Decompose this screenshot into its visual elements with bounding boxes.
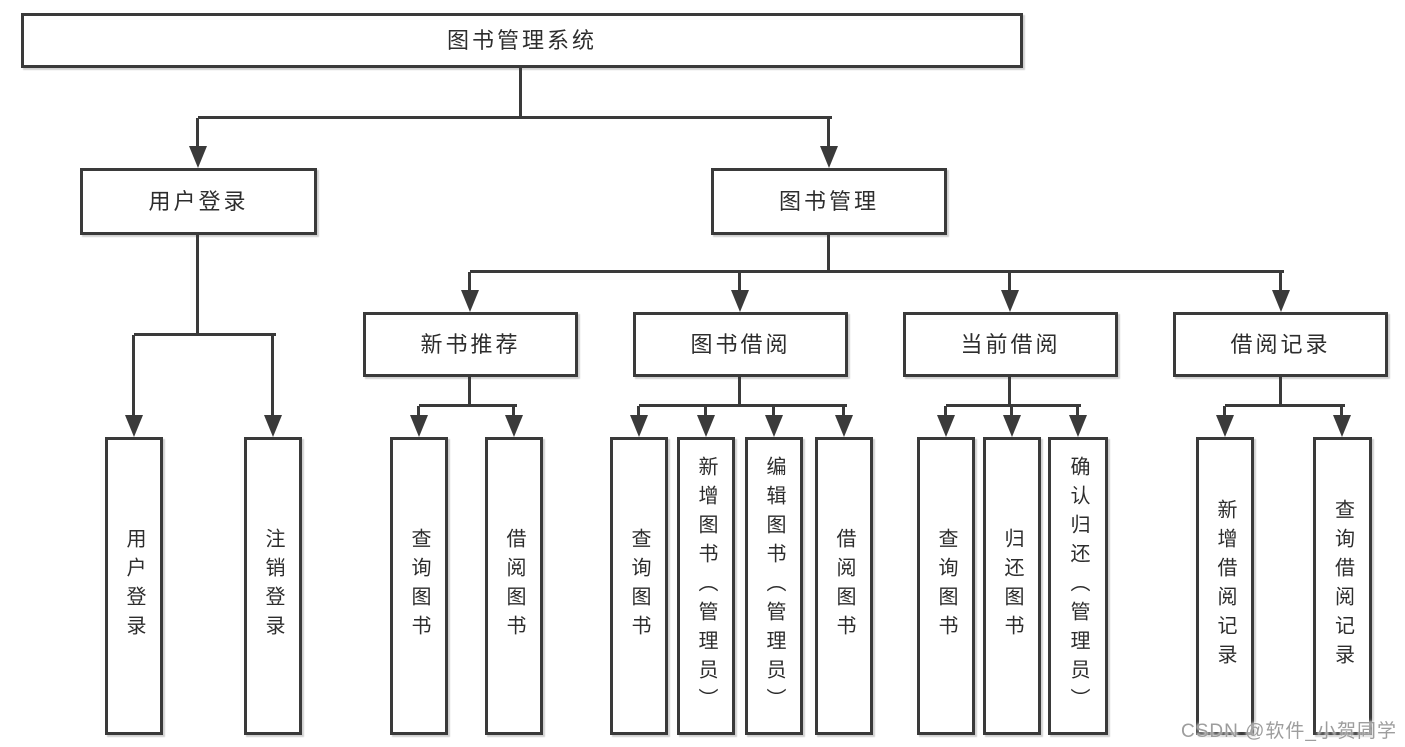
connector-line-vertical	[738, 272, 741, 292]
node-user-login: 用户登录	[80, 168, 317, 235]
connector-line-vertical	[512, 406, 515, 420]
leaf-return-book: 归还图书	[983, 437, 1041, 735]
connector-line-horizontal	[419, 404, 517, 407]
connector-line-vertical	[468, 377, 471, 406]
connector-line-horizontal	[639, 404, 847, 407]
arrow-down-icon	[505, 415, 523, 437]
leaf-add-borrow-record: 新增借阅记录	[1196, 437, 1254, 735]
connector-line-horizontal	[946, 404, 1081, 407]
arrow-down-icon	[125, 415, 143, 437]
connector-line-horizontal	[134, 333, 276, 336]
connector-line-vertical	[1076, 406, 1079, 420]
connector-line-vertical	[827, 118, 830, 148]
arrow-down-icon	[1333, 415, 1351, 437]
arrow-down-icon	[1003, 415, 1021, 437]
arrow-down-icon	[1069, 415, 1087, 437]
connector-line-vertical	[132, 335, 135, 417]
arrow-down-icon	[835, 415, 853, 437]
connector-line-horizontal	[198, 116, 832, 119]
connector-line-horizontal	[470, 270, 1284, 273]
leaf-add-book-admin: 新增图书（管理员）	[677, 437, 735, 735]
arrow-down-icon	[264, 415, 282, 437]
connector-line-vertical	[1223, 406, 1226, 420]
csdn-watermark: CSDN @软件_小贺同学	[1181, 721, 1397, 742]
connector-line-vertical	[271, 335, 274, 417]
connector-line-vertical	[842, 406, 845, 420]
connector-line-horizontal	[1225, 404, 1345, 407]
connector-line-vertical	[468, 272, 471, 292]
leaf-user-login: 用户登录	[105, 437, 163, 735]
leaf-confirm-return-admin: 确认归还（管理员）	[1048, 437, 1108, 735]
node-library-system: 图书管理系统	[21, 13, 1023, 68]
arrow-down-icon	[189, 146, 207, 168]
connector-line-vertical	[417, 406, 420, 420]
connector-line-vertical	[1279, 377, 1282, 406]
connector-line-vertical	[1340, 406, 1343, 420]
connector-line-vertical	[1008, 272, 1011, 292]
node-book-borrow: 图书借阅	[633, 312, 848, 377]
node-new-book-recommend: 新书推荐	[363, 312, 578, 377]
arrow-down-icon	[937, 415, 955, 437]
connector-line-vertical	[1008, 377, 1011, 406]
leaf-logout: 注销登录	[244, 437, 302, 735]
leaf-borrow-books: 借阅图书	[815, 437, 873, 735]
arrow-down-icon	[461, 290, 479, 312]
arrow-down-icon	[1001, 290, 1019, 312]
arrow-down-icon	[1272, 290, 1290, 312]
connector-line-vertical	[519, 68, 522, 118]
connector-line-vertical	[196, 118, 199, 148]
leaf-edit-book-admin: 编辑图书（管理员）	[745, 437, 803, 735]
leaf-query-books-borrow: 查询图书	[610, 437, 668, 735]
leaf-query-books-recommend: 查询图书	[390, 437, 448, 735]
arrow-down-icon	[1216, 415, 1234, 437]
connector-line-vertical	[738, 377, 741, 406]
leaf-query-books-current: 查询图书	[917, 437, 975, 735]
connector-line-vertical	[944, 406, 947, 420]
node-current-borrow: 当前借阅	[903, 312, 1118, 377]
node-borrow-records: 借阅记录	[1173, 312, 1388, 377]
leaf-query-borrow-record: 查询借阅记录	[1313, 437, 1372, 735]
leaf-borrow-books-recommend: 借阅图书	[485, 437, 543, 735]
arrow-down-icon	[697, 415, 715, 437]
arrow-down-icon	[731, 290, 749, 312]
arrow-down-icon	[820, 146, 838, 168]
node-book-management: 图书管理	[711, 168, 947, 235]
arrow-down-icon	[765, 415, 783, 437]
connector-line-vertical	[772, 406, 775, 420]
connector-line-vertical	[704, 406, 707, 420]
connector-line-vertical	[637, 406, 640, 420]
connector-line-vertical	[196, 235, 199, 335]
arrow-down-icon	[630, 415, 648, 437]
connector-line-vertical	[827, 235, 830, 272]
arrow-down-icon	[410, 415, 428, 437]
connector-line-vertical	[1010, 406, 1013, 420]
connector-line-vertical	[1279, 272, 1282, 292]
